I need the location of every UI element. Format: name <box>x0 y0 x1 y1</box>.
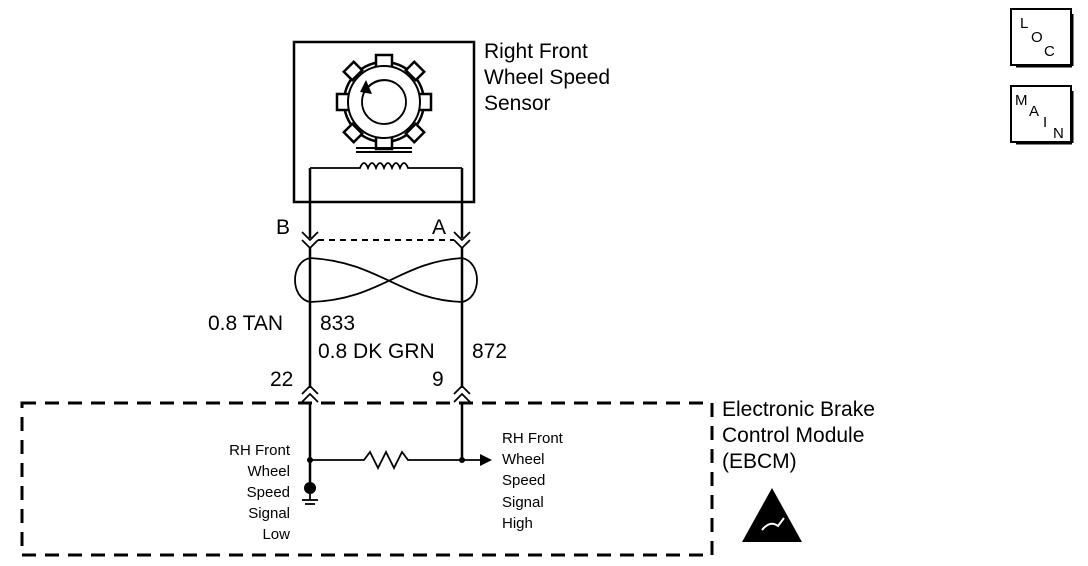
left-signal-line-5: Low <box>262 526 290 543</box>
left-signal-line-3: Speed <box>247 484 290 501</box>
right-signal-line-3: Speed <box>502 472 545 489</box>
esd-warning-icon <box>742 488 802 542</box>
left-signal-line-2: Wheel <box>247 463 290 480</box>
terminal-b-label: B <box>276 216 290 239</box>
right-signal-line-5: High <box>502 515 533 532</box>
main-char-i: I <box>1043 114 1047 131</box>
main-char-n: N <box>1053 125 1064 142</box>
loc-char-o: O <box>1031 29 1043 46</box>
main-char-a: A <box>1029 103 1039 120</box>
sensor-title-line-3: Sensor <box>484 92 551 115</box>
right-wire-circuit-label: 872 <box>472 340 507 363</box>
left-pin-label: 22 <box>270 368 293 391</box>
left-signal-line-1: RH Front <box>229 442 291 459</box>
sensor-box <box>292 40 476 204</box>
sensor-coil-icon <box>308 147 464 238</box>
right-wire-color-label: 0.8 DK GRN <box>318 340 435 363</box>
loc-char-l: L <box>1020 15 1028 32</box>
sensor-title-line-2: Wheel Speed <box>484 66 610 89</box>
left-wire-color-label: 0.8 TAN <box>208 312 283 335</box>
right-signal-line-2: Wheel <box>502 451 545 468</box>
module-title-line-3: (EBCM) <box>722 450 797 473</box>
right-signal-line-4: Signal <box>502 494 544 511</box>
right-signal-line-1: RH Front <box>502 430 564 447</box>
right-pin-label: 9 <box>432 368 444 391</box>
main-char-m: M <box>1015 92 1028 109</box>
ebcm-box <box>20 401 714 557</box>
module-title-line-1: Electronic Brake <box>722 398 875 421</box>
left-wire-circuit-label: 833 <box>320 312 355 335</box>
loc-button[interactable]: L O C <box>1010 8 1074 68</box>
sensor-gear-icon <box>335 53 433 151</box>
ebcm-internal-circuit <box>302 449 492 505</box>
module-title-line-2: Control Module <box>722 424 864 447</box>
main-button[interactable]: M A I N <box>1010 85 1074 145</box>
left-signal-line-4: Signal <box>248 505 290 522</box>
loc-char-c: C <box>1044 43 1055 60</box>
module-connector <box>301 384 471 488</box>
terminal-a-label: A <box>432 216 446 239</box>
twisted-pair <box>294 248 478 388</box>
sensor-title-line-1: Right Front <box>484 40 588 63</box>
